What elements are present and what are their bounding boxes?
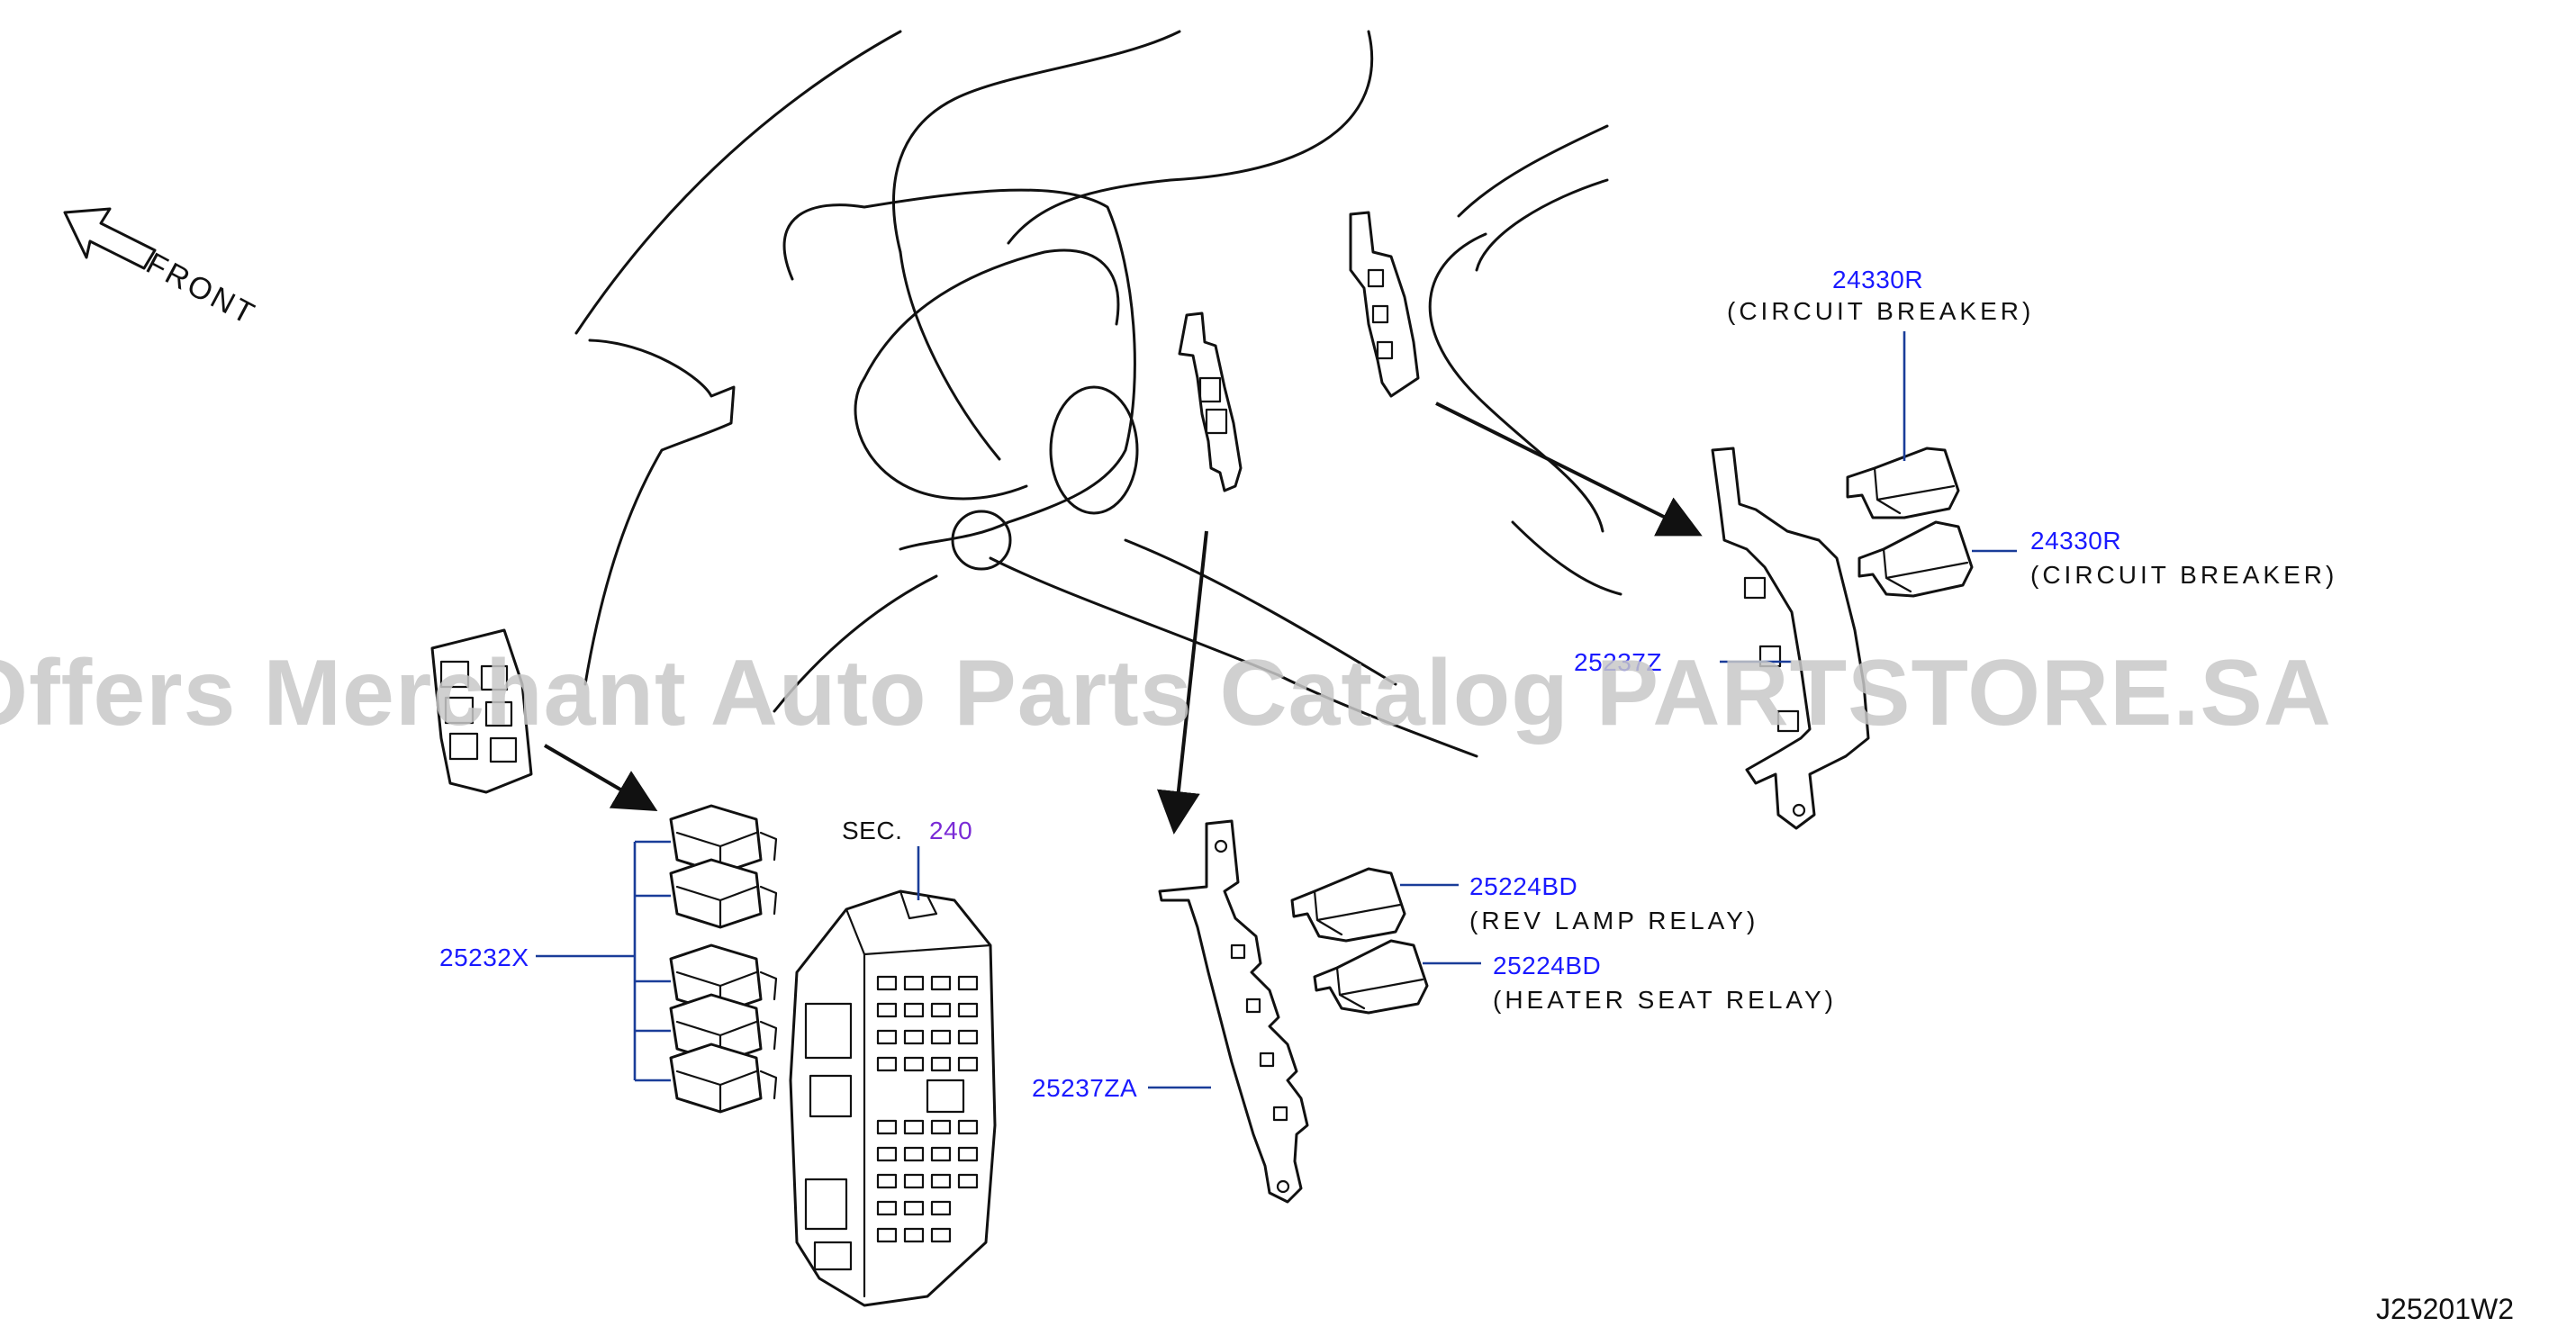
- arrow-to-relay-set: [543, 744, 658, 812]
- column-bracket-upper: [1178, 311, 1243, 492]
- outline-arrow-up-left-icon: [63, 207, 157, 270]
- part-number-25232x[interactable]: 25232X: [439, 943, 529, 971]
- circuit-breaker-upper: [1846, 447, 1960, 519]
- circuit-breaker-lower: [1857, 520, 1974, 598]
- description-circuit-breaker-upper: (CIRCUIT BREAKER): [1727, 297, 2034, 325]
- description-heater-seat-relay: (HEATER SEAT RELAY): [1493, 986, 1837, 1014]
- arrow-to-bracket-za: [1156, 530, 1208, 835]
- callout-bracket-za[interactable]: 25237ZA: [1032, 1074, 1137, 1102]
- rev-lamp-relay-part: [1290, 867, 1406, 943]
- relay-set-25232x: [669, 804, 778, 1114]
- fuse-block: [789, 889, 997, 1307]
- part-number-24330r-lower[interactable]: 24330R: [2030, 527, 2121, 555]
- callout-circuit-breaker-2[interactable]: 24330R (CIRCUIT BREAKER): [2030, 527, 2337, 589]
- front-label: FRONT: [140, 247, 261, 333]
- callout-relay-set[interactable]: 25232X: [439, 943, 529, 971]
- fuse-slots: [876, 975, 979, 1243]
- heater-seat-relay-part: [1313, 939, 1429, 1015]
- part-number-25237z[interactable]: 25237Z: [1574, 648, 1662, 676]
- relay-unit: [669, 1043, 778, 1114]
- callout-rev-lamp-relay[interactable]: 25224BD (REV LAMP RELAY): [1469, 872, 1758, 934]
- part-number-25237za[interactable]: 25237ZA: [1032, 1074, 1137, 1102]
- front-indicator: FRONT: [63, 207, 262, 333]
- relay-unit: [669, 858, 778, 929]
- bracket-25237z: [1711, 447, 1870, 830]
- leader-lines: [536, 331, 2017, 1089]
- callout-circuit-breaker-1[interactable]: 24330R (CIRCUIT BREAKER): [1727, 266, 2034, 325]
- section-reference[interactable]: SEC. 240: [842, 817, 972, 844]
- callout-heater-seat-relay[interactable]: 25224BD (HEATER SEAT RELAY): [1493, 952, 1837, 1014]
- description-rev-lamp-relay: (REV LAMP RELAY): [1469, 907, 1758, 934]
- description-circuit-breaker-lower: (CIRCUIT BREAKER): [2030, 561, 2337, 589]
- diagram-id: J25201W2: [2376, 1293, 2514, 1325]
- relay-unit: [669, 993, 778, 1064]
- relay-unit: [669, 804, 778, 875]
- column-bracket-right: [1349, 211, 1420, 398]
- relay-unit: [669, 943, 778, 1015]
- left-relay-cluster: [430, 628, 533, 794]
- pointer-arrows: [543, 402, 1703, 835]
- vehicle-body-outline: [574, 30, 1622, 758]
- bracket-25237za: [1158, 819, 1309, 1204]
- callout-bracket-z[interactable]: 25237Z: [1574, 648, 1662, 676]
- arrow-to-bracket-z: [1435, 402, 1703, 537]
- part-number-24330r-upper[interactable]: 24330R: [1832, 266, 1923, 293]
- part-number-25224bd-rev[interactable]: 25224BD: [1469, 872, 1577, 900]
- part-number-25224bd-heater[interactable]: 25224BD: [1493, 952, 1601, 979]
- watermark: Offers Merchant Auto Parts Catalog PARTS…: [0, 641, 2332, 745]
- section-prefix: SEC.: [842, 817, 902, 844]
- section-number-240[interactable]: 240: [929, 817, 972, 844]
